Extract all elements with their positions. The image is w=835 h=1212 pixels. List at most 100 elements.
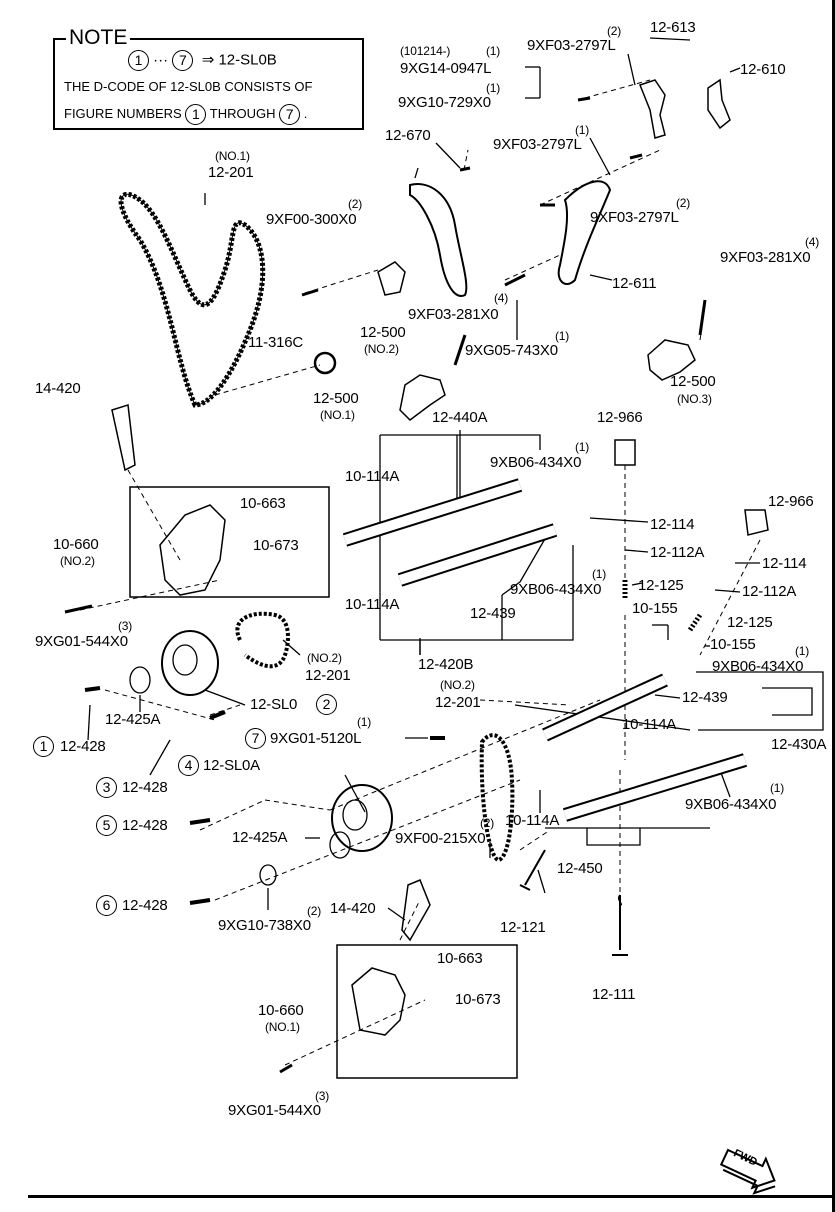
qty-label: (1) — [486, 81, 501, 95]
part-12-428-1: 12-428 — [60, 738, 106, 755]
fwd-arrow-icon — [719, 1148, 776, 1195]
part-9XF00-215X0: 9XF00-215X0 — [395, 830, 486, 847]
part-10-663-a: 10-663 — [240, 495, 286, 512]
bottom-rule — [28, 1195, 835, 1198]
ocv-housing-no2 — [159, 504, 226, 596]
timing-chain-no2-lower — [479, 733, 515, 863]
qty-label: (1) — [770, 781, 785, 795]
qty-label: (1) — [486, 44, 501, 58]
part-12-114-a: 12-114 — [650, 516, 695, 533]
part-12-112A-b: 12-112A — [742, 583, 797, 600]
part-12-420B: 12-420B — [418, 656, 474, 673]
qty-label: (4) — [805, 235, 820, 249]
part-12-201-a: 12-201 — [208, 164, 254, 181]
part-9XF03-281X0-a: 9XF03-281X0 — [720, 249, 811, 266]
part-12-121: 12-121 — [500, 919, 546, 936]
no2-chain-label-b: (NO.2) — [440, 678, 475, 692]
note-box — [53, 38, 364, 130]
guide-12-610 — [707, 78, 731, 130]
part-12-613: 12-613 — [650, 19, 696, 36]
part-9XF00-300X0: 9XF00-300X0 — [266, 211, 357, 228]
figure-circle-4: 4 — [178, 755, 199, 776]
part-12-966-b: 12-966 — [768, 493, 814, 510]
part-10-660-a: 10-660 — [53, 536, 99, 553]
part-12-201-b: 12-201 — [305, 667, 351, 684]
figure-circle-2: 2 — [316, 694, 337, 715]
ocv-housing-no1 — [351, 967, 406, 1036]
part-10-155-b: 10-155 — [710, 636, 756, 653]
part-14-420-a: 14-420 — [35, 380, 81, 397]
part-12-428-6: 12-428 — [122, 897, 168, 914]
figure-circle-1: 1 — [33, 736, 54, 757]
part-9XB06-434X0-a: 9XB06-434X0 — [490, 454, 582, 471]
timing-chain-no2-upper — [235, 611, 290, 669]
tensioner-no2 — [377, 261, 406, 296]
qty-label: (1) — [592, 567, 607, 581]
figure-circle-3: 3 — [96, 777, 117, 798]
part-12-425A-b: 12-425A — [232, 829, 288, 846]
chain-guide-12-611 — [557, 180, 612, 285]
part-12-450: 12-450 — [557, 860, 603, 877]
part-12-966-a: 12-966 — [597, 409, 643, 426]
part-10-155-a: 10-155 — [632, 600, 678, 617]
qty-label: (2) — [480, 816, 495, 830]
part-9XF03-281X0-b: 9XF03-281X0 — [408, 306, 499, 323]
part-10-660-b: 10-660 — [258, 1002, 304, 1019]
part-12-SL0A: 12-SL0A — [203, 757, 260, 774]
tensioner-no3 — [647, 339, 696, 381]
part-9XG01-544X0-a: 9XG01-544X0 — [35, 633, 128, 650]
part-9XG10-729X0: 9XG10-729X0 — [398, 94, 491, 111]
qty-label: (1) — [795, 644, 810, 658]
qty-label: (2) — [607, 24, 622, 38]
part-9XB06-434X0-d: 9XB06-434X0 — [685, 796, 777, 813]
figure-circle: 7 — [279, 104, 301, 125]
part-14-420-b: 14-420 — [330, 900, 376, 917]
figure-circle-6: 6 — [96, 895, 117, 916]
chain-guide-12-670 — [409, 183, 468, 297]
part-12-SL0: 12-SL0 — [250, 696, 298, 713]
lifter-12-966-a — [614, 439, 636, 466]
right-rule — [832, 0, 835, 1212]
part-12-125-b: 12-125 — [727, 614, 773, 631]
figure-circle: 1 — [185, 104, 207, 125]
qty-label: (2) — [348, 197, 363, 211]
part-12-440A: 12-440A — [432, 409, 488, 426]
qty-label: (3) — [118, 619, 133, 633]
no1-tensioner-label: (NO.1) — [320, 408, 355, 422]
part-12-439-b: 12-439 — [682, 689, 728, 706]
part-12-428-5: 12-428 — [122, 817, 168, 834]
part-12-430A: 12-430A — [771, 736, 827, 753]
qty-label: (3) — [315, 1089, 330, 1103]
no2-tensioner-label: (NO.2) — [364, 342, 399, 356]
part-9XF03-2797L-b: 9XF03-2797L — [493, 136, 582, 153]
part-10-114A-d: 10-114A — [505, 812, 560, 829]
timing-chain-no1 — [118, 191, 266, 408]
part-12-500-c: 12-500 — [670, 373, 716, 390]
ocv-upper — [111, 404, 136, 472]
figure-circle: 7 — [172, 50, 194, 71]
part-9XF03-2797L-a: 9XF03-2797L — [527, 37, 616, 54]
qty-label: (1) — [357, 715, 372, 729]
part-12-425A-a: 12-425A — [105, 711, 161, 728]
part-11-316C: 11-316C — [248, 334, 304, 351]
figure-circle-5: 5 — [96, 815, 117, 836]
part-9XF03-2797L-c: 9XF03-2797L — [590, 209, 679, 226]
qty-label: (1) — [575, 123, 590, 137]
qty-label: (2) — [307, 904, 322, 918]
note-title: NOTE — [66, 26, 131, 50]
no1-chain-label: (NO.1) — [215, 149, 250, 163]
part-12-611: 12-611 — [612, 275, 657, 292]
part-9XG14-0947L: 9XG14-0947L — [400, 60, 492, 77]
part-9XG05-743X0: 9XG05-743X0 — [465, 342, 558, 359]
part-10-114A-b: 10-114A — [345, 596, 400, 613]
tensioner-no1 — [399, 374, 446, 421]
part-9XG01-544X0-b: 9XG01-544X0 — [228, 1102, 321, 1119]
note-line-2: THE D-CODE OF 12-SL0B CONSISTS OF — [64, 79, 313, 94]
part-12-610: 12-610 — [740, 61, 786, 78]
part-12-114-b: 12-114 — [762, 555, 807, 572]
part-12-428-3: 12-428 — [122, 779, 168, 796]
figure-circle: 1 — [128, 50, 149, 71]
part-10-673-a: 10-673 — [253, 537, 299, 554]
note-equation: 1 ··· 7 ⇒ 12-SL0B — [128, 50, 277, 71]
